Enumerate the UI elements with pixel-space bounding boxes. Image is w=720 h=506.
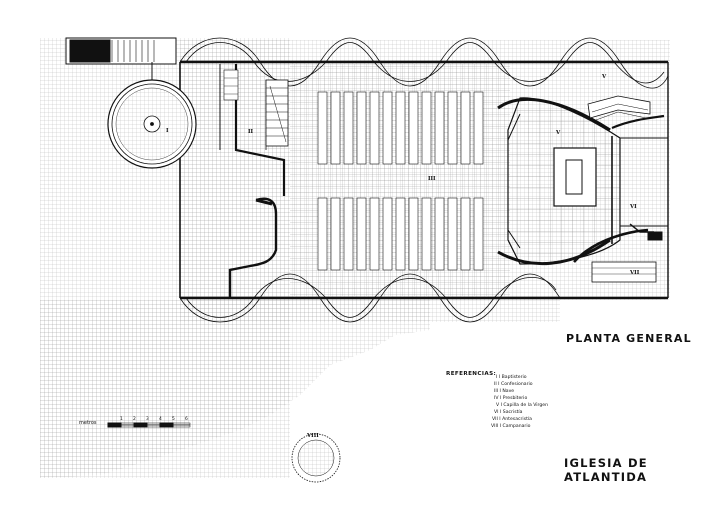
entrance-stairs xyxy=(65,37,177,65)
label-antesacristy: VII xyxy=(630,270,640,276)
reference-item: V I Capilla de la Virgen xyxy=(496,403,548,408)
interior-walls xyxy=(219,64,289,298)
scale-mark: 4 xyxy=(159,417,162,422)
reference-item: VII I Antesacristía xyxy=(492,417,532,422)
presbytery-details xyxy=(497,97,668,266)
label-presbytery: V xyxy=(556,130,561,136)
reference-item: VIII I Campanario xyxy=(491,424,531,429)
wavy-walls xyxy=(179,37,669,323)
bell-tower xyxy=(291,433,341,483)
label-chapel: V xyxy=(602,74,607,80)
label-confessional: II xyxy=(248,129,254,135)
scale-label: metros xyxy=(79,420,97,426)
plan-title: PLANTA GENERAL xyxy=(566,332,692,345)
scale-bar xyxy=(107,422,191,428)
references-heading: REFERENCIAS: xyxy=(446,371,497,377)
scale-mark: 1 xyxy=(120,417,123,422)
reference-item: III I Nave xyxy=(494,389,515,394)
label-sacristy: VI xyxy=(630,204,637,210)
label-nave: III xyxy=(428,176,436,182)
reference-item: I I Baptisterio xyxy=(496,375,527,380)
reference-item: VI I Sacristía xyxy=(494,410,523,415)
scale-mark: 2 xyxy=(133,417,136,422)
scale-mark: 3 xyxy=(146,417,149,422)
church-title: IGLESIA DE ATLANTIDA xyxy=(564,456,648,484)
pews-upper xyxy=(317,91,484,165)
reference-item: IV I Presbiterio xyxy=(494,396,528,401)
reference-item: II I Confesionario xyxy=(494,382,533,387)
references-legend: REFERENCIAS: I I Baptisterio II I Confes… xyxy=(446,371,566,429)
chapel-of-virgin xyxy=(587,95,665,130)
pews-lower xyxy=(317,197,484,271)
label-bell-tower: VIII xyxy=(307,433,319,439)
scale-mark: 6 xyxy=(185,417,188,422)
baptistery xyxy=(107,62,197,169)
sacristy-block xyxy=(573,223,663,283)
scale-mark: 5 xyxy=(172,417,175,422)
label-baptistery: I xyxy=(166,128,169,134)
